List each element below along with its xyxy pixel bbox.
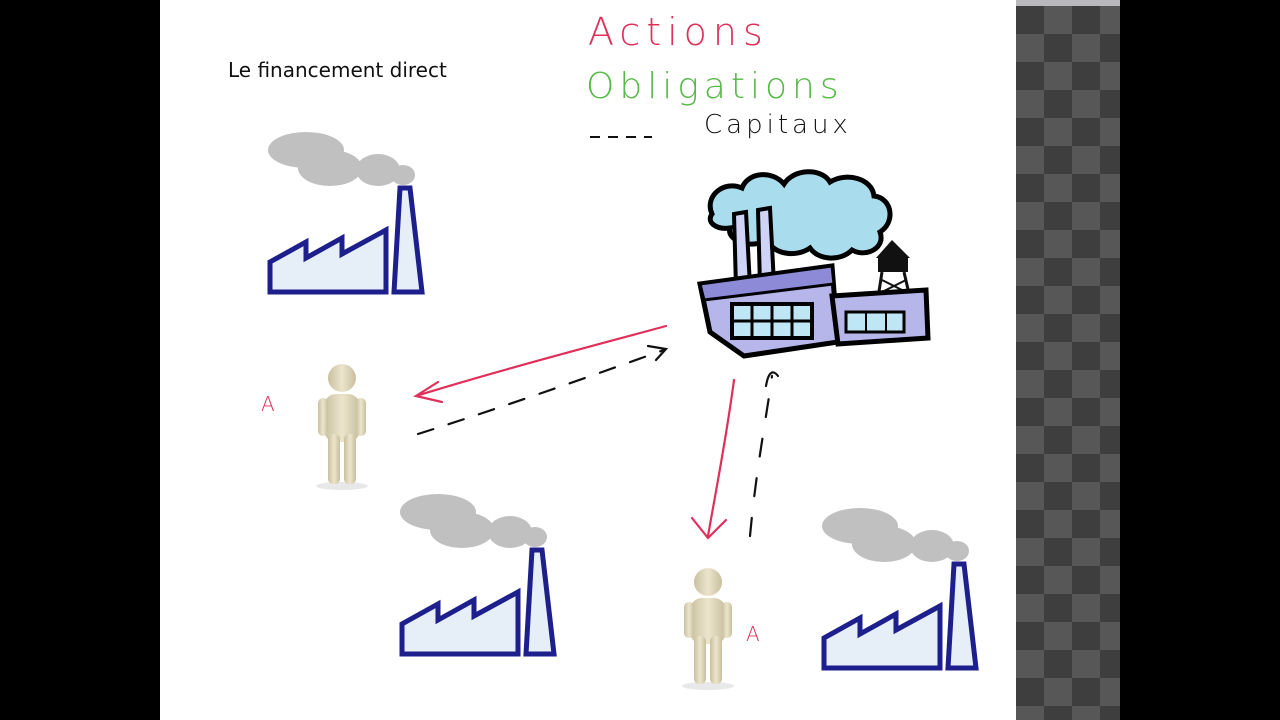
note-obligations: Obligations — [586, 66, 844, 107]
label-investor-bottom: A — [746, 622, 760, 646]
arrow-capital-bottom — [748, 371, 780, 538]
label-investor-left: A — [261, 392, 275, 416]
arrow-capital-left — [416, 344, 669, 436]
arrow-securities-bottom — [690, 378, 736, 540]
slide-canvas — [160, 0, 1016, 720]
smoke-icon — [400, 494, 547, 548]
smoke-icon — [822, 508, 969, 562]
factory-icon — [821, 508, 979, 671]
note-actions: Actions — [588, 10, 769, 54]
person-icon — [682, 568, 734, 690]
factory-icon — [267, 132, 425, 295]
slide-title: Le financement direct — [228, 58, 447, 82]
arrow-securities-left — [413, 324, 668, 404]
cartoon-factory-icon — [697, 169, 931, 359]
person-icon — [316, 364, 368, 490]
smoke-icon — [268, 132, 415, 186]
factory-icon — [399, 494, 557, 657]
side-panel-pattern — [1016, 6, 1120, 720]
note-capitaux: Capitaux — [704, 110, 852, 140]
